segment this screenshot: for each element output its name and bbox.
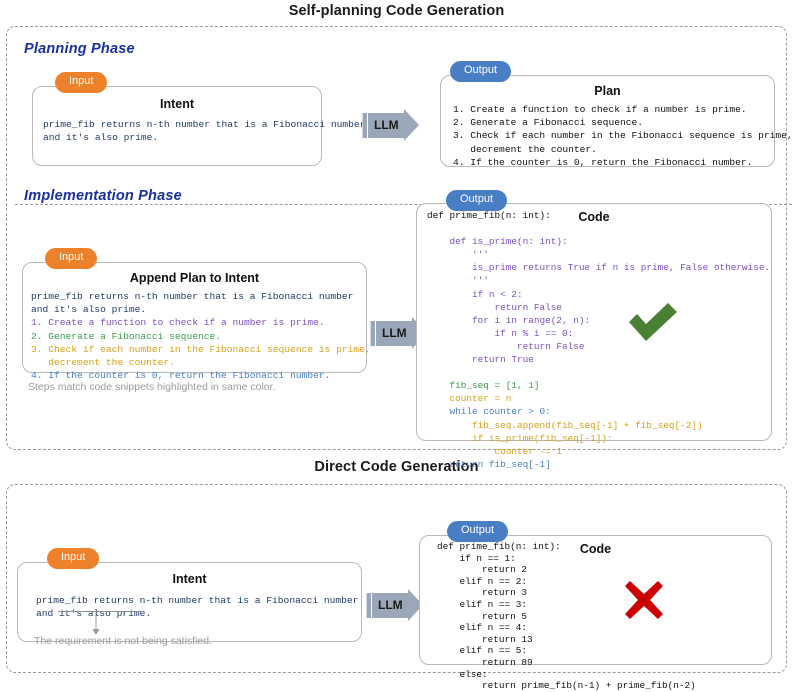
intent-line: prime_fib returns n-th number that is a … <box>31 291 354 302</box>
append-plan-to-intent-text: prime_fib returns n-th number that is a … <box>31 290 371 382</box>
code-line: 4. If the counter is 0, return the Fibon… <box>453 156 753 168</box>
code-line: fib_seq.append(fib_seq[-1] + fib_seq[-2]… <box>427 419 703 431</box>
direct-llm-arrow: LLM <box>366 589 423 621</box>
plan-text-block: 1. Create a function to check if a numbe… <box>453 103 793 169</box>
code-line: for i in range(2, n): <box>427 314 591 326</box>
intent-line: and it's also prime. <box>31 304 147 316</box>
requirement-underline <box>58 611 143 612</box>
page-title-direct-generation: Direct Code Generation <box>314 459 479 475</box>
code-line: elif n == 4: <box>437 622 528 634</box>
planning-input-caption: Intent <box>159 97 195 111</box>
implementation-input-caption: Append Plan to Intent <box>129 271 260 285</box>
code-line: counter -= 1 <box>427 445 563 457</box>
code-line: while counter > 0: <box>427 406 551 418</box>
direct-input-badge: Input <box>47 548 100 569</box>
implementation-llm-label: LLM <box>382 326 407 340</box>
plan-step-line: 1. Create a function to check if a numbe… <box>31 317 325 329</box>
llm-bar-icon <box>362 112 367 138</box>
arrow-head-icon <box>407 589 423 621</box>
implementation-phase-label: Implementation Phase <box>24 188 182 204</box>
implementation-note: Steps match code snippets highlighted in… <box>28 381 276 393</box>
failure-cross-icon <box>622 578 666 627</box>
code-line: return 13 <box>437 633 533 645</box>
planning-output-caption: Plan <box>594 84 621 98</box>
planning-phase-label: Planning Phase <box>24 41 135 57</box>
implementation-output-badge: Output <box>446 190 508 211</box>
code-line: if n % i == 0: <box>427 327 574 339</box>
code-line: if n == 1: <box>437 552 516 564</box>
planning-input-card: Intent prime_fib returns n-th number tha… <box>32 86 365 166</box>
code-line: ''' <box>427 249 489 261</box>
code-line: 2. Generate a Fibonacci sequence. <box>453 117 643 129</box>
code-line: if n < 2: <box>427 288 523 300</box>
code-line: else: <box>437 668 488 680</box>
phase-divider <box>15 204 792 205</box>
implementation-output-caption: Code <box>578 210 610 224</box>
code-line: ''' <box>427 275 489 287</box>
direct-llm-label: LLM <box>378 598 403 612</box>
code-line: 3. Check if each number in the Fibonacci… <box>453 130 793 142</box>
llm-bar-icon <box>366 592 371 618</box>
page-title-self-planning: Self-planning Code Generation <box>288 3 505 19</box>
code-line: return 5 <box>437 610 528 622</box>
code-line: return 2 <box>437 564 528 576</box>
implementation-output-card: Code def prime_fib(n: int): def is_prime… <box>416 203 772 470</box>
arrow-head-icon <box>403 109 419 141</box>
code-line: decrement the counter. <box>453 143 597 155</box>
direct-output-caption: Code <box>579 542 612 556</box>
code-line: return 89 <box>437 656 533 668</box>
direct-intent-text: prime_fib returns n-th number that is a … <box>36 595 359 620</box>
plan-step-line: 3. Check if each number in the Fibonacci… <box>31 343 371 355</box>
direct-input-card: Intent prime_fib returns n-th number tha… <box>17 562 362 642</box>
code-line <box>427 366 770 379</box>
code-line: return False <box>427 301 563 313</box>
plan-step-line: decrement the counter. <box>31 357 175 369</box>
code-line: if is_prime(fib_seq[-1]): <box>427 432 613 444</box>
code-line: fib_seq = [1, 1] <box>427 380 540 392</box>
planning-output-card: Plan 1. Create a function to check if a … <box>440 75 793 168</box>
planning-output-badge: Output <box>450 61 512 82</box>
code-line: return False <box>427 340 585 352</box>
plan-step-line: 2. Generate a Fibonacci sequence. <box>31 330 221 342</box>
code-line: return True <box>427 354 534 366</box>
code-line: return fib_seq[-1] <box>427 458 551 470</box>
code-line: def prime_fib(n: int): <box>427 210 551 221</box>
code-line: return 3 <box>437 587 528 599</box>
planning-llm-label: LLM <box>374 118 399 132</box>
success-check-icon <box>625 299 681 348</box>
direct-output-card: Code def prime_fib(n: int): if n == 1: r… <box>419 535 772 691</box>
code-line: counter = n <box>427 393 512 405</box>
code-line: return prime_fib(n-1) + prime_fib(n-2) <box>437 680 696 692</box>
code-line <box>427 222 770 235</box>
plan-step-line: 4. If the counter is 0, return the Fibon… <box>31 370 331 382</box>
direct-input-caption: Intent <box>172 572 207 586</box>
code-line: elif n == 3: <box>437 598 528 610</box>
implementation-code-block: def prime_fib(n: int): def is_prime(n: i… <box>427 209 770 471</box>
code-line: elif n == 5: <box>437 645 528 657</box>
planning-intent-text: prime_fib returns n-th number that is a … <box>43 119 366 144</box>
llm-bar-icon <box>370 320 375 346</box>
direct-annotation: The requirement is not being satisfied. <box>34 635 213 647</box>
implementation-input-card: Append Plan to Intent prime_fib returns … <box>22 262 371 381</box>
implementation-input-badge: Input <box>45 248 98 269</box>
code-line: elif n == 2: <box>437 575 528 587</box>
planning-input-badge: Input <box>55 72 108 93</box>
annotation-arrow-icon <box>90 612 102 643</box>
code-line: def is_prime(n: int): <box>427 236 568 248</box>
code-line: def prime_fib(n: int): <box>437 541 561 552</box>
planning-llm-arrow: LLM <box>362 109 419 141</box>
code-line: 1. Create a function to check if a numbe… <box>453 104 747 115</box>
code-line: is_prime returns True if n is prime, Fal… <box>427 262 771 274</box>
direct-output-badge: Output <box>447 521 509 542</box>
